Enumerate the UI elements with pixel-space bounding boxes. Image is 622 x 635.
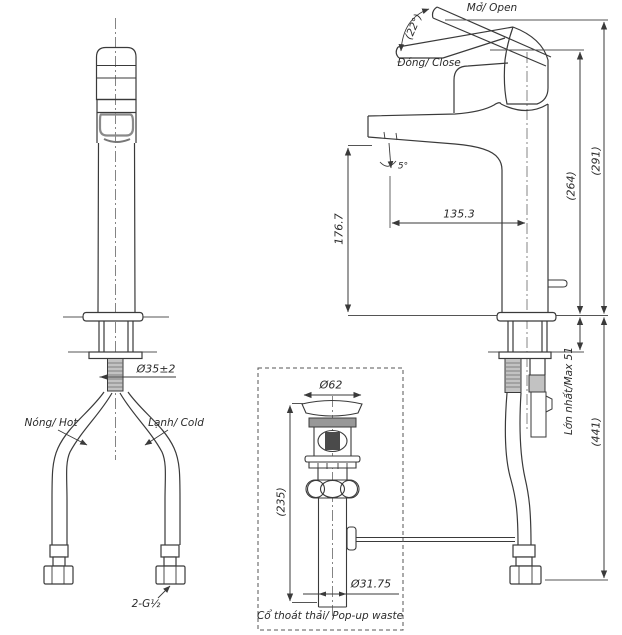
popup-waste-caption: Cổ thoát thải/ Pop-up waste xyxy=(256,609,404,622)
dimension-lines xyxy=(57,21,608,603)
dim-height-closed: (264) xyxy=(564,171,578,201)
dim-spout-reach: 135.3 xyxy=(443,207,475,221)
front-view-drawing xyxy=(43,18,186,585)
dim-overall-height: (441) xyxy=(589,417,603,447)
side-view-drawing xyxy=(348,6,608,585)
dim-spout-height: 176.7 xyxy=(332,213,346,245)
close-position-label: Đóng/ Close xyxy=(397,56,461,69)
dim-popup-pipe-diameter: Ø31.75 xyxy=(350,577,392,591)
dim-popup-length: (235) xyxy=(274,487,288,517)
hot-water-label: Nóng/ Hot xyxy=(24,416,78,429)
dim-popup-cap-diameter: Ø62 xyxy=(319,378,343,392)
open-position-label: Mở/ Open xyxy=(466,1,518,14)
dim-thread-size: 2-G½ xyxy=(131,597,161,610)
dim-shank-diameter: Ø35±2 xyxy=(136,362,176,376)
dim-flow-angle: 5° xyxy=(397,161,409,172)
dim-height-open: (291) xyxy=(589,146,603,176)
cold-water-label: Lạnh/ Cold xyxy=(148,416,204,429)
popup-waste-drawing xyxy=(257,367,404,631)
dim-max-counter-thickness: Lớn nhất/Max 51 xyxy=(562,346,575,436)
